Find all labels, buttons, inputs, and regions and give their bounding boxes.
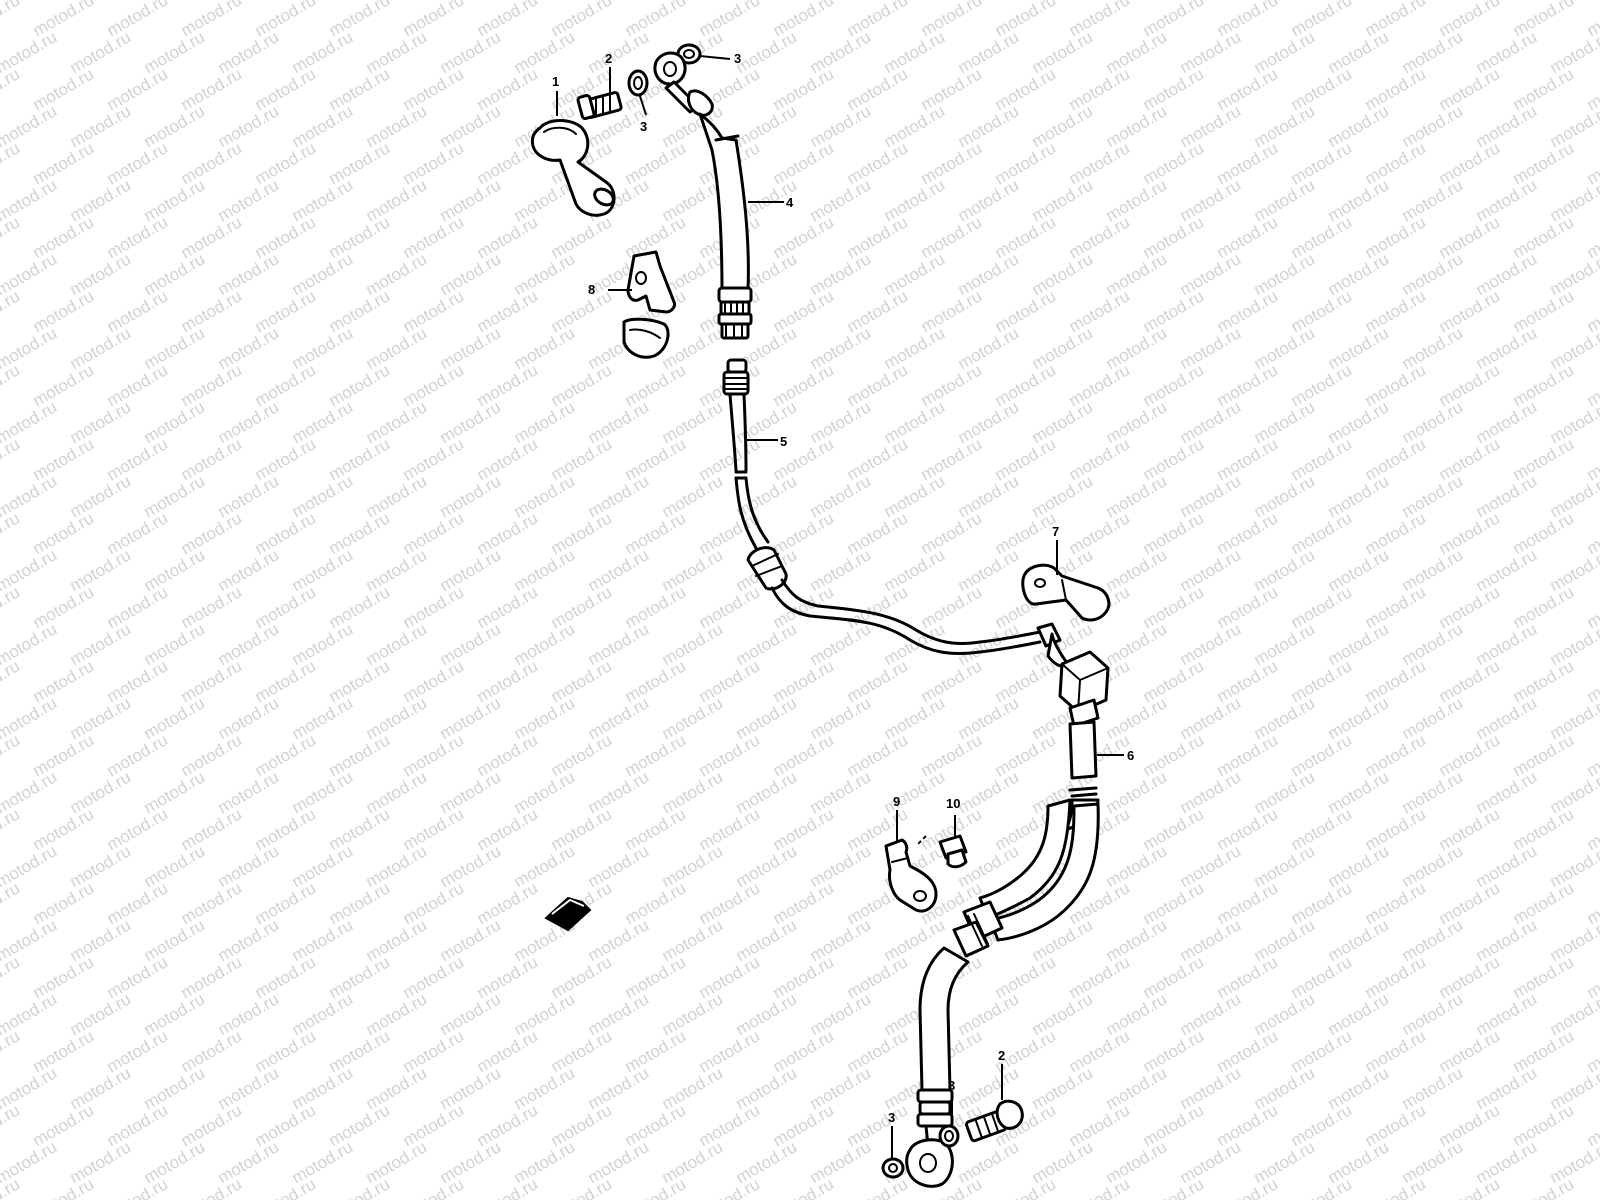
callout-3-top-a: 3	[640, 119, 647, 134]
part-3-washer-bottom-a	[881, 1157, 905, 1179]
watermark-text: motod.ru	[1547, 27, 1600, 77]
watermark-text: motod.ru	[0, 804, 23, 854]
watermark-text: motod.ru	[548, 1174, 616, 1200]
watermark-text: motod.ru	[1547, 101, 1600, 151]
watermark-text: motod.ru	[0, 138, 23, 188]
callout-8: 8	[588, 282, 595, 297]
watermark-text: motod.ru	[1547, 545, 1600, 595]
watermark-text: motod.ru	[1436, 1174, 1504, 1200]
callout-7: 7	[1052, 524, 1059, 539]
part-3-washer-bottom-b	[938, 1124, 960, 1148]
watermark-text: motod.ru	[1547, 767, 1600, 817]
watermark-text: motod.ru	[622, 1174, 690, 1200]
watermark-text: motod.ru	[992, 1174, 1060, 1200]
part-3-washer-top-a	[627, 69, 649, 97]
callout-10: 10	[946, 796, 960, 811]
watermark-text: motod.ru	[770, 1174, 838, 1200]
part-2-union-bolt-top	[576, 91, 623, 121]
watermark-text: motod.ru	[1547, 397, 1600, 447]
watermark-text: motod.ru	[474, 1174, 542, 1200]
watermark-text: motod.ru	[1066, 1174, 1134, 1200]
watermark-text: motod.ru	[1547, 1137, 1600, 1187]
watermark-text: motod.ru	[326, 1174, 394, 1200]
callout-3-top-b: 3	[734, 51, 741, 66]
watermark-text: motod.ru	[0, 360, 23, 410]
watermark-text: motod.ru	[400, 1174, 468, 1200]
watermark-text: motod.ru	[1547, 175, 1600, 225]
watermark-text: motod.ru	[1214, 1174, 1282, 1200]
watermark-text: motod.ru	[0, 1100, 23, 1150]
watermark-text: motod.ru	[0, 434, 23, 484]
watermark-text: motod.ru	[1547, 323, 1600, 373]
watermark-text: motod.ru	[1510, 1174, 1578, 1200]
watermark-text: motod.ru	[1547, 915, 1600, 965]
watermark-text: motod.ru	[0, 656, 23, 706]
watermark-text: motod.ru	[0, 1026, 23, 1076]
watermark-text: motod.ru	[844, 1174, 912, 1200]
callout-4: 4	[786, 195, 794, 210]
watermark-text: motod.ru	[0, 508, 23, 558]
watermark-text: motod.ru	[0, 286, 23, 336]
callout-3-bottom-a: 3	[888, 1110, 895, 1125]
watermark-text: motod.ru	[178, 1174, 246, 1200]
watermark-text: motod.ru	[1547, 249, 1600, 299]
watermark-text: motod.ru	[0, 878, 23, 928]
callout-2-bottom: 2	[998, 1048, 1005, 1063]
callout-1: 1	[552, 74, 559, 89]
watermark-text: motod.ru	[1547, 989, 1600, 1039]
part-8-clamp	[622, 250, 676, 359]
callout-9: 9	[893, 794, 900, 809]
watermark-text: motod.ru	[1547, 693, 1600, 743]
watermark-text: motod.ru	[0, 212, 23, 262]
callout-6: 6	[1127, 748, 1134, 763]
callout-3-bottom-b: 3	[948, 1078, 955, 1093]
watermark-text: motod.ru	[0, 0, 23, 40]
watermark-text: motod.ru	[1584, 1174, 1600, 1200]
watermark-text: motod.ru	[1362, 1174, 1430, 1200]
watermark-text: motod.ru	[0, 64, 23, 114]
watermark-text: motod.ru	[0, 952, 23, 1002]
watermark-text: motod.ru	[696, 1174, 764, 1200]
watermark-text: motod.ru	[1140, 1174, 1208, 1200]
watermark-text: motod.ru	[252, 1174, 320, 1200]
callout-2-top: 2	[605, 51, 612, 66]
watermark-text: motod.ru	[1547, 619, 1600, 669]
callout-5: 5	[780, 434, 787, 449]
watermark-text: motod.ru	[104, 1174, 172, 1200]
watermark-text: motod.ru	[1547, 841, 1600, 891]
watermark-text: motod.ru	[1288, 1174, 1356, 1200]
watermark-text: motod.ru	[30, 1174, 98, 1200]
watermark-text: motod.ru	[0, 730, 23, 780]
watermark-text: motod.ru	[0, 582, 23, 632]
watermark-text: motod.ru	[1547, 471, 1600, 521]
watermark-text: motod.ru	[1547, 1063, 1600, 1113]
